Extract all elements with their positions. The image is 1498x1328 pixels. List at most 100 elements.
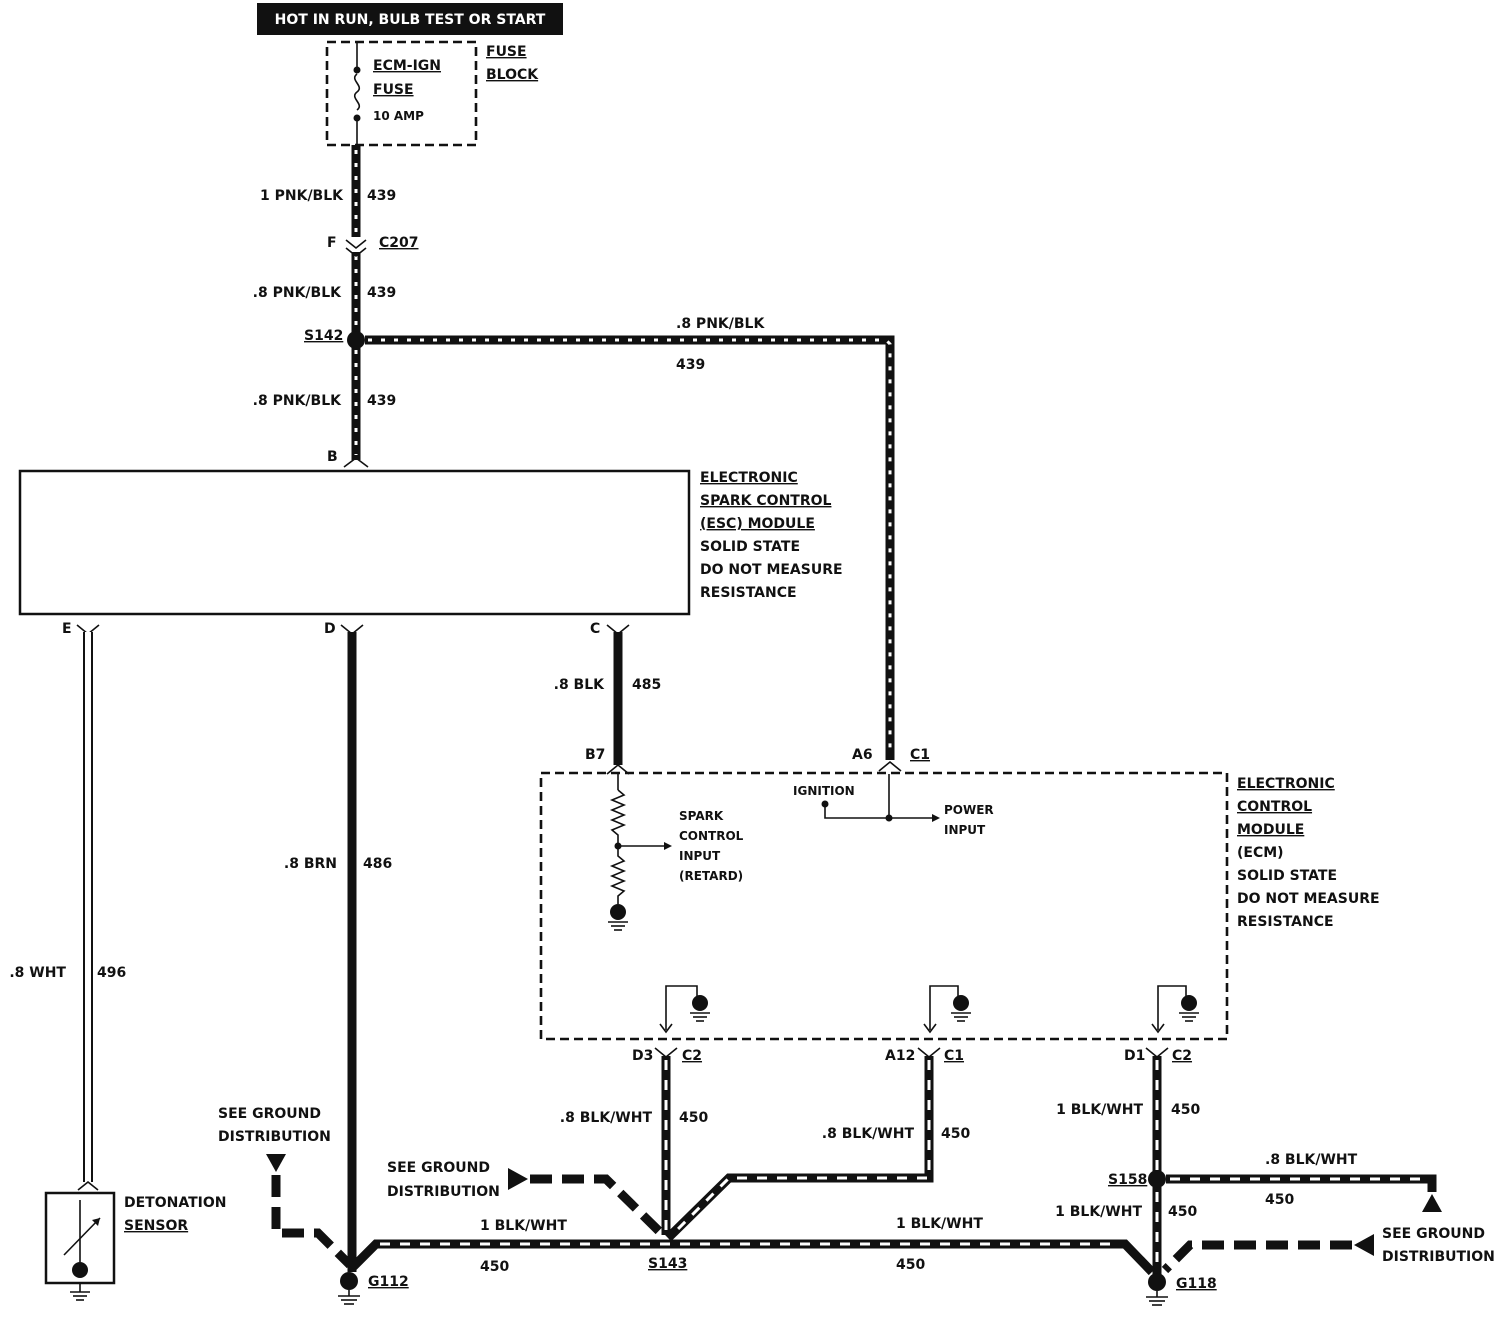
ground-dist-mid-line2: DISTRIBUTION <box>387 1184 500 1200</box>
sensor-line1: DETONATION <box>124 1195 226 1211</box>
ground-dist-mid-line1: SEE GROUND <box>387 1160 490 1176</box>
ecm-line3: MODULE <box>1237 822 1304 838</box>
wire-s158-ground-circuit: 450 <box>1265 1192 1294 1208</box>
splice-s158-label: S158 <box>1108 1172 1147 1188</box>
spark-control-internal <box>608 774 672 931</box>
wire-496-circuit: 496 <box>97 965 126 981</box>
esc-d-label: D <box>324 621 336 637</box>
ecm-line5: SOLID STATE <box>1237 868 1337 884</box>
ground-dist-left-line1: SEE GROUND <box>218 1106 321 1122</box>
esc-line2: SPARK CONTROL <box>700 493 832 509</box>
splice-s142-label: S142 <box>304 328 343 344</box>
ecm-line7: RESISTANCE <box>1237 914 1334 930</box>
wire-c207-s142-gauge: .8 PNK/BLK <box>253 285 342 301</box>
ground-dist-right-line1: SEE GROUND <box>1382 1226 1485 1242</box>
ground-distribution-right <box>1161 1194 1442 1274</box>
esc-module-box <box>18 469 691 616</box>
esc-b-connector <box>343 457 369 468</box>
esc-line1: ELECTRONIC <box>700 470 798 486</box>
wire-g112-s143-circuit: 450 <box>480 1259 509 1275</box>
ecm-a6-connector <box>878 760 902 772</box>
power-line2: INPUT <box>944 823 986 837</box>
wire-d3-gauge: .8 BLK/WHT <box>560 1110 653 1126</box>
c207-pin-label: F <box>327 235 337 251</box>
spark-line2: CONTROL <box>679 829 744 843</box>
ecm-d1-connector <box>1145 1047 1169 1059</box>
fuse-name-line1: ECM-IGN <box>373 58 441 74</box>
header-bar <box>257 3 563 35</box>
wire-s158-g118-circuit: 450 <box>1168 1204 1197 1220</box>
fuse-name-line2: FUSE <box>373 82 414 98</box>
ecm-line6: DO NOT MEASURE <box>1237 891 1380 907</box>
ecm-line1: ELECTRONIC <box>1237 776 1335 792</box>
wire-d1-circuit: 450 <box>1171 1102 1200 1118</box>
wire-s142-ecm-gauge: .8 PNK/BLK <box>676 316 765 332</box>
ground-distribution-left <box>266 1154 354 1269</box>
ecm-line2: CONTROL <box>1237 799 1312 815</box>
fuse-rating: 10 AMP <box>373 109 424 123</box>
splice-s142 <box>347 331 365 349</box>
wire-s158-g118-gauge: 1 BLK/WHT <box>1055 1204 1142 1220</box>
wire-485-gauge: .8 BLK <box>554 677 606 693</box>
wire-s142-ecm-circuit: 439 <box>676 357 705 373</box>
wire-a12-gauge: .8 BLK/WHT <box>822 1126 915 1142</box>
esc-line3: (ESC) MODULE <box>700 516 815 532</box>
header-title: HOT IN RUN, BULB TEST OR START <box>275 12 546 28</box>
wire-485-circuit: 485 <box>632 677 661 693</box>
esc-e-label: E <box>62 621 72 637</box>
wire-fuse-c207-circuit: 439 <box>367 188 396 204</box>
ecm-b7-label: B7 <box>585 747 605 763</box>
esc-b-label: B <box>327 449 338 465</box>
ground-g112-label: G112 <box>368 1274 409 1290</box>
spark-line1: SPARK <box>679 809 724 823</box>
spark-line4: (RETARD) <box>679 869 743 883</box>
splice-s158 <box>1148 1170 1166 1188</box>
ignition-label: IGNITION <box>793 784 855 798</box>
ground-dist-right-line2: DISTRIBUTION <box>1382 1249 1495 1265</box>
fuse-symbol <box>353 42 361 145</box>
wire-d1-gauge: 1 BLK/WHT <box>1056 1102 1143 1118</box>
wire-fuse-c207-gauge: 1 PNK/BLK <box>260 188 344 204</box>
spark-line3: INPUT <box>679 849 721 863</box>
wire-450-network <box>348 1056 1437 1276</box>
c207-label: C207 <box>379 235 419 251</box>
sensor-line2: SENSOR <box>124 1218 188 1234</box>
ecm-module-box <box>539 771 1229 1041</box>
ecm-internal-grounds <box>659 985 1199 1034</box>
fuse-block-label-line1: FUSE <box>486 44 527 60</box>
ground-distribution-mid <box>508 1168 668 1240</box>
ecm-line4: (ECM) <box>1237 845 1284 861</box>
wire-g112-s143-gauge: 1 BLK/WHT <box>480 1218 567 1234</box>
wire-s142-esc-circuit: 439 <box>367 393 396 409</box>
esc-line5: DO NOT MEASURE <box>700 562 843 578</box>
wire-d3-circuit: 450 <box>679 1110 708 1126</box>
wire-s143-g118-circuit: 450 <box>896 1257 925 1273</box>
esc-c-label: C <box>590 621 600 637</box>
wire-486-gauge: .8 BRN <box>284 856 337 872</box>
power-input-internal <box>821 774 940 822</box>
esc-line6: RESISTANCE <box>700 585 797 601</box>
ecm-a6-label: A6 <box>852 747 873 763</box>
detonation-sensor <box>44 1180 116 1301</box>
wire-496-gauge: .8 WHT <box>9 965 66 981</box>
ecm-d1-label: D1 <box>1124 1048 1145 1064</box>
ground-dist-left-line2: DISTRIBUTION <box>218 1129 331 1145</box>
ground-g112 <box>338 1272 360 1305</box>
wire-s143-g118-gauge: 1 BLK/WHT <box>896 1216 983 1232</box>
ecm-c1-bottom-label: C1 <box>944 1048 964 1064</box>
wire-s142-esc-gauge: .8 PNK/BLK <box>253 393 342 409</box>
ground-g118-label: G118 <box>1176 1276 1217 1292</box>
wire-s142-ecm <box>365 335 895 760</box>
ecm-a12-label: A12 <box>885 1048 915 1064</box>
power-line1: POWER <box>944 803 994 817</box>
fuse-block-box <box>325 40 478 147</box>
ecm-c2-right-label: C2 <box>1172 1048 1192 1064</box>
ecm-d3-label: D3 <box>632 1048 653 1064</box>
wire-486-circuit: 486 <box>363 856 392 872</box>
ecm-d3-connector <box>654 1047 678 1059</box>
ecm-c1-top-label: C1 <box>910 747 930 763</box>
connector-c207 <box>345 239 367 258</box>
fuse-block-label-line2: BLOCK <box>486 67 539 83</box>
esc-line4: SOLID STATE <box>700 539 800 555</box>
wire-c207-s142-circuit: 439 <box>367 285 396 301</box>
